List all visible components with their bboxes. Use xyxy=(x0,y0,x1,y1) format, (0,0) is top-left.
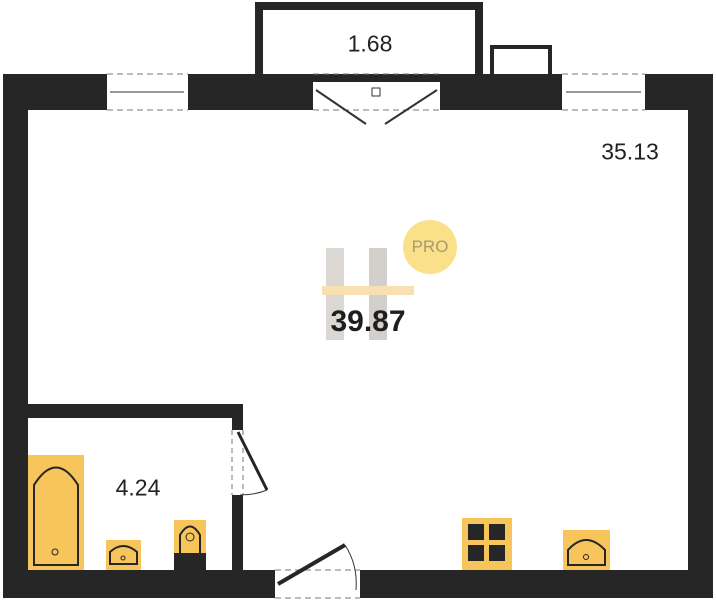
total-area-label: 39.87 xyxy=(330,305,406,338)
bathtub xyxy=(28,455,84,570)
toilet xyxy=(174,520,206,570)
entrance-door xyxy=(275,543,360,599)
balcony-door xyxy=(313,73,440,125)
pro-badge: PRO xyxy=(403,220,457,274)
window-right xyxy=(562,73,645,111)
stove xyxy=(462,518,512,570)
balcony-outline xyxy=(255,2,483,82)
window-left xyxy=(107,73,188,111)
bathroom-door xyxy=(231,430,269,496)
bathroom-area-label: 4.24 xyxy=(115,474,161,501)
watermark-logo xyxy=(322,248,414,340)
walls xyxy=(3,74,713,598)
balcony-box xyxy=(490,45,552,79)
bathroom-sink xyxy=(106,540,141,570)
living-room-area-label: 35.13 xyxy=(601,138,659,165)
balcony-area-label: 1.68 xyxy=(347,30,393,57)
kitchen-sink xyxy=(563,530,610,570)
